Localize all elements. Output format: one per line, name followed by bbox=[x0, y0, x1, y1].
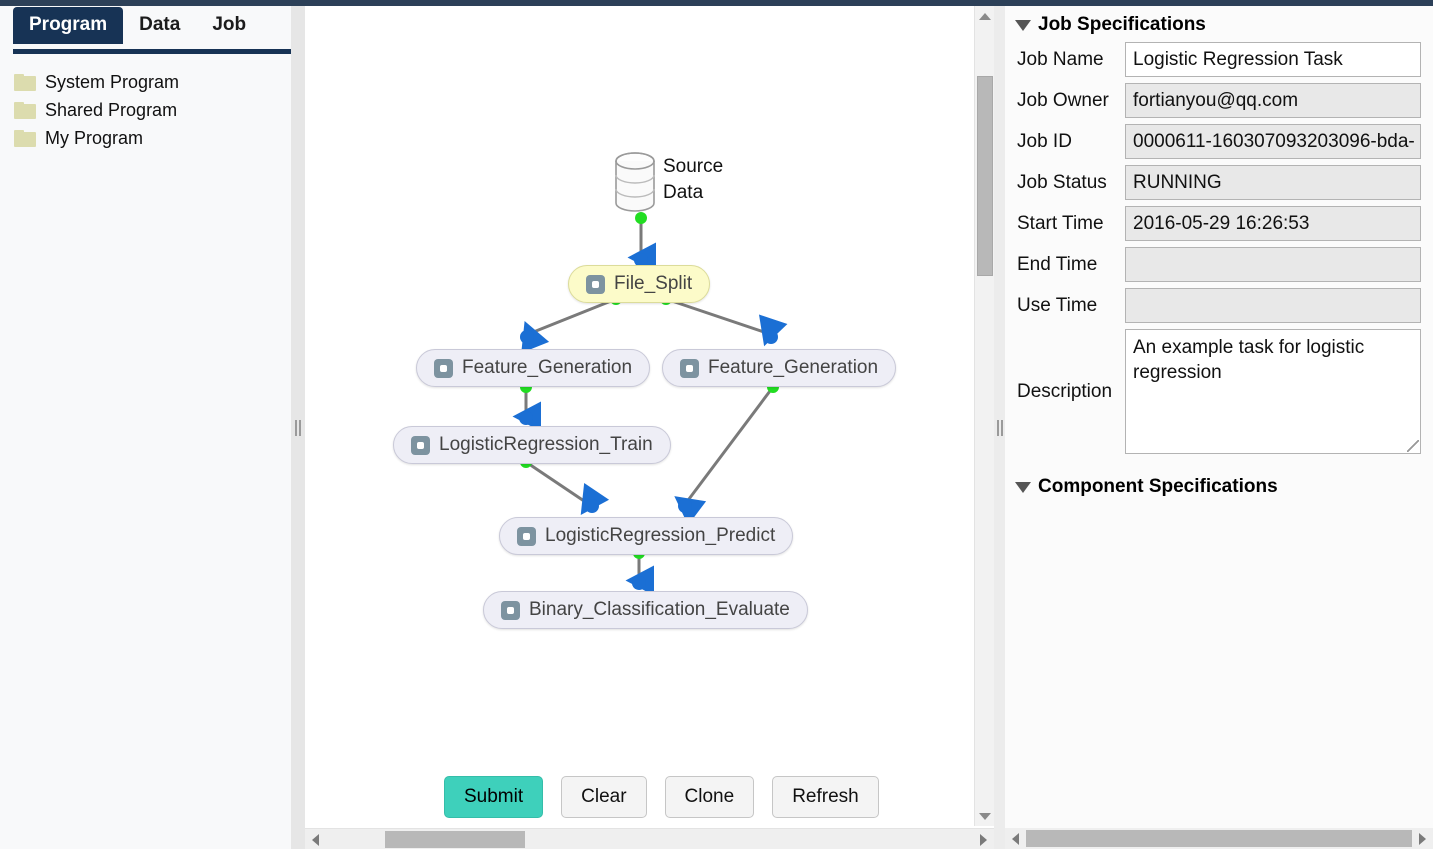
splitter-grip-icon bbox=[996, 419, 1003, 436]
node-label: LogisticRegression_Train bbox=[439, 434, 653, 455]
workflow-canvas-inner: Source Data File_Split Feature_Generatio… bbox=[305, 6, 980, 849]
canvas-vertical-scrollbar[interactable] bbox=[974, 6, 994, 826]
node-feature-generation-left[interactable]: Feature_Generation bbox=[416, 349, 651, 387]
component-icon bbox=[411, 435, 430, 455]
program-tree: System Program Shared Program My Program bbox=[0, 68, 291, 152]
node-logisticregression-train[interactable]: LogisticRegression_Train bbox=[393, 426, 671, 464]
right-splitter[interactable] bbox=[994, 6, 1005, 849]
scroll-left-arrow-icon[interactable] bbox=[1005, 828, 1026, 849]
workflow-canvas[interactable]: Source Data File_Split Feature_Generatio… bbox=[305, 6, 980, 849]
tab-program[interactable]: Program bbox=[13, 7, 124, 44]
job-specifications-header[interactable]: Job Specifications bbox=[1005, 6, 1433, 42]
left-splitter[interactable] bbox=[291, 6, 305, 849]
field-row-job-id: Job ID 0000611-160307093203096-bda- bbox=[1017, 124, 1421, 159]
source-data-label: Source Data bbox=[663, 151, 723, 206]
tab-job[interactable]: Job bbox=[212, 14, 247, 35]
use-time-input[interactable] bbox=[1125, 288, 1421, 323]
chevron-down-icon bbox=[1015, 481, 1031, 493]
workflow-connectors bbox=[512, 212, 788, 596]
field-label-job-name: Job Name bbox=[1017, 48, 1104, 70]
field-label-end-time: End Time bbox=[1017, 253, 1098, 275]
field-row-job-owner: Job Owner fortianyou@qq.com bbox=[1017, 83, 1421, 118]
field-label-start-time: Start Time bbox=[1017, 212, 1104, 234]
tab-data[interactable]: Data bbox=[139, 14, 181, 35]
component-icon bbox=[680, 358, 699, 378]
field-row-job-name: Job Name Logistic Regression Task bbox=[1017, 42, 1421, 77]
component-specifications-title: Component Specifications bbox=[1038, 476, 1278, 497]
right-panel: Job Specifications Job Name Logistic Reg… bbox=[1005, 6, 1433, 849]
field-row-end-time: End Time bbox=[1017, 247, 1421, 282]
canvas-horizontal-scrollbar[interactable] bbox=[305, 828, 994, 849]
field-row-job-status: Job Status RUNNING bbox=[1017, 165, 1421, 200]
node-label: File_Split bbox=[614, 273, 693, 294]
right-panel-scroll-thumb[interactable] bbox=[1026, 830, 1412, 847]
job-owner-input[interactable]: fortianyou@qq.com bbox=[1125, 83, 1421, 118]
node-label: Feature_Generation bbox=[462, 357, 633, 378]
folder-icon bbox=[14, 101, 36, 119]
field-label-job-id: Job ID bbox=[1017, 130, 1072, 152]
node-feature-generation-right[interactable]: Feature_Generation bbox=[662, 349, 897, 387]
refresh-button[interactable]: Refresh bbox=[772, 776, 879, 818]
left-panel: Program Data Job System Program Shared P… bbox=[0, 6, 855, 849]
job-status-input[interactable]: RUNNING bbox=[1125, 165, 1421, 200]
source-data-node[interactable]: Source Data bbox=[613, 151, 723, 213]
field-row-description: Description An example task for logistic… bbox=[1017, 329, 1421, 454]
tree-item-label: My Program bbox=[45, 128, 144, 148]
chevron-down-icon bbox=[1015, 19, 1031, 31]
source-data-label-line2: Data bbox=[663, 182, 704, 203]
node-label: LogisticRegression_Predict bbox=[545, 525, 776, 546]
component-specifications-header[interactable]: Component Specifications bbox=[1005, 460, 1433, 504]
component-icon bbox=[517, 526, 536, 546]
canvas-vertical-scroll-thumb[interactable] bbox=[977, 76, 993, 276]
field-row-start-time: Start Time 2016-05-29 16:26:53 bbox=[1017, 206, 1421, 241]
description-wrapper: An example task for logistic regression bbox=[1125, 329, 1421, 454]
right-panel-horizontal-scrollbar[interactable] bbox=[1005, 828, 1433, 849]
scroll-left-arrow-icon[interactable] bbox=[305, 829, 326, 849]
canvas-button-row: Submit Clear Clone Refresh bbox=[305, 776, 980, 818]
scroll-down-arrow-icon[interactable] bbox=[975, 806, 995, 826]
job-specifications-title: Job Specifications bbox=[1038, 14, 1206, 35]
description-textarea[interactable]: An example task for logistic regression bbox=[1125, 329, 1421, 454]
field-label-use-time: Use Time bbox=[1017, 294, 1098, 316]
node-label: Binary_Classification_Evaluate bbox=[529, 599, 790, 620]
node-file-split[interactable]: File_Split bbox=[568, 265, 711, 303]
field-label-job-owner: Job Owner bbox=[1017, 89, 1109, 111]
node-binary-classification-evaluate[interactable]: Binary_Classification_Evaluate bbox=[483, 591, 808, 629]
clone-button[interactable]: Clone bbox=[664, 776, 755, 818]
node-label: Feature_Generation bbox=[708, 357, 879, 378]
folder-icon bbox=[14, 73, 36, 91]
field-label-job-status: Job Status bbox=[1017, 171, 1107, 193]
canvas-horizontal-scroll-thumb[interactable] bbox=[385, 831, 525, 848]
end-time-input[interactable] bbox=[1125, 247, 1421, 282]
database-cylinder-icon bbox=[615, 152, 655, 212]
job-id-input[interactable]: 0000611-160307093203096-bda- bbox=[1125, 124, 1421, 159]
field-row-use-time: Use Time bbox=[1017, 288, 1421, 323]
tree-item-my-program[interactable]: My Program bbox=[0, 124, 291, 152]
clear-button[interactable]: Clear bbox=[561, 776, 647, 818]
scroll-right-arrow-icon[interactable] bbox=[1412, 828, 1433, 849]
component-icon bbox=[501, 600, 520, 620]
splitter-grip-icon bbox=[295, 419, 301, 436]
tree-item-label: System Program bbox=[45, 72, 180, 92]
field-label-description: Description bbox=[1017, 380, 1113, 402]
job-name-input[interactable]: Logistic Regression Task bbox=[1125, 42, 1421, 77]
submit-button[interactable]: Submit bbox=[444, 776, 544, 818]
component-icon bbox=[434, 358, 453, 378]
top-header-bar bbox=[0, 0, 1433, 6]
scroll-right-arrow-icon[interactable] bbox=[973, 829, 994, 849]
folder-icon bbox=[14, 129, 36, 147]
tree-item-system-program[interactable]: System Program bbox=[0, 68, 291, 96]
source-data-label-line1: Source bbox=[663, 156, 724, 177]
start-time-input[interactable]: 2016-05-29 16:26:53 bbox=[1125, 206, 1421, 241]
node-logisticregression-predict[interactable]: LogisticRegression_Predict bbox=[499, 517, 794, 555]
tree-item-label: Shared Program bbox=[45, 100, 178, 120]
tab-bar: Program Data Job bbox=[0, 6, 291, 44]
job-specifications-form: Job Name Logistic Regression Task Job Ow… bbox=[1005, 42, 1433, 454]
component-icon bbox=[586, 274, 605, 294]
scroll-up-arrow-icon[interactable] bbox=[975, 6, 995, 26]
tree-item-shared-program[interactable]: Shared Program bbox=[0, 96, 291, 124]
